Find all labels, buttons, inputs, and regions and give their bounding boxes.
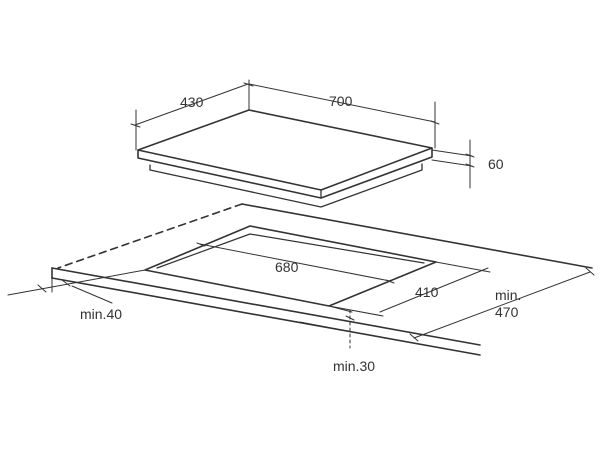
cutout-dimensions — [7, 242, 595, 349]
worktop-front-edge-bottom — [51, 277, 481, 356]
dim-430-tick-b — [243, 82, 254, 87]
label-cutout-width: 680 — [275, 259, 299, 275]
label-hob-height: 60 — [488, 156, 504, 172]
dim-60-tick-b — [465, 163, 475, 168]
dim-430-line — [134, 83, 249, 126]
dim-700-line — [248, 83, 436, 123]
label-min-depth-line1: min. — [495, 287, 522, 303]
hob-top-surface — [137, 109, 433, 191]
worktop-drawing — [51, 203, 593, 356]
dim-60-tick-a — [465, 153, 475, 158]
label-cutout-depth: 410 — [415, 284, 439, 300]
label-min-side: min.40 — [80, 306, 123, 322]
label-min-front: min.30 — [333, 358, 376, 374]
worktop-back-edge — [241, 203, 593, 269]
dim-40-tick-b — [61, 279, 71, 287]
worktop-back-edge-dashed — [57, 203, 243, 269]
dim-430-tick-a — [130, 123, 141, 128]
dim-60-top-ext — [431, 149, 473, 157]
hob-drawing — [137, 109, 433, 208]
dim-40-line — [7, 269, 146, 296]
cutout-inner-depth — [156, 233, 425, 269]
hob-base — [149, 163, 423, 208]
dim-30-tick — [345, 315, 355, 321]
dim-60-bottom-ext — [431, 159, 473, 167]
label-hob-width: 700 — [329, 93, 353, 109]
dim-410-ext-front — [328, 305, 384, 317]
dim-470-line — [413, 271, 591, 339]
dim-680-tick-b — [385, 279, 395, 284]
hob-dimensions — [130, 79, 475, 189]
dim-410-line — [379, 267, 489, 313]
dim-40-leader — [71, 285, 113, 304]
dim-470-tick-a — [585, 267, 595, 276]
dim-470-tick-b — [409, 333, 419, 342]
dim-700-tick-b — [430, 120, 440, 125]
label-min-depth-line2: 470 — [495, 304, 519, 320]
dim-30-ext-b — [328, 305, 353, 313]
dim-680-line — [199, 243, 391, 282]
dim-40-tick-a — [37, 284, 47, 293]
dim-30-ext-a — [299, 321, 353, 333]
dim-680-tick-a — [196, 242, 206, 247]
worktop-front-edge-top — [51, 267, 481, 346]
label-hob-depth: 430 — [180, 94, 204, 110]
